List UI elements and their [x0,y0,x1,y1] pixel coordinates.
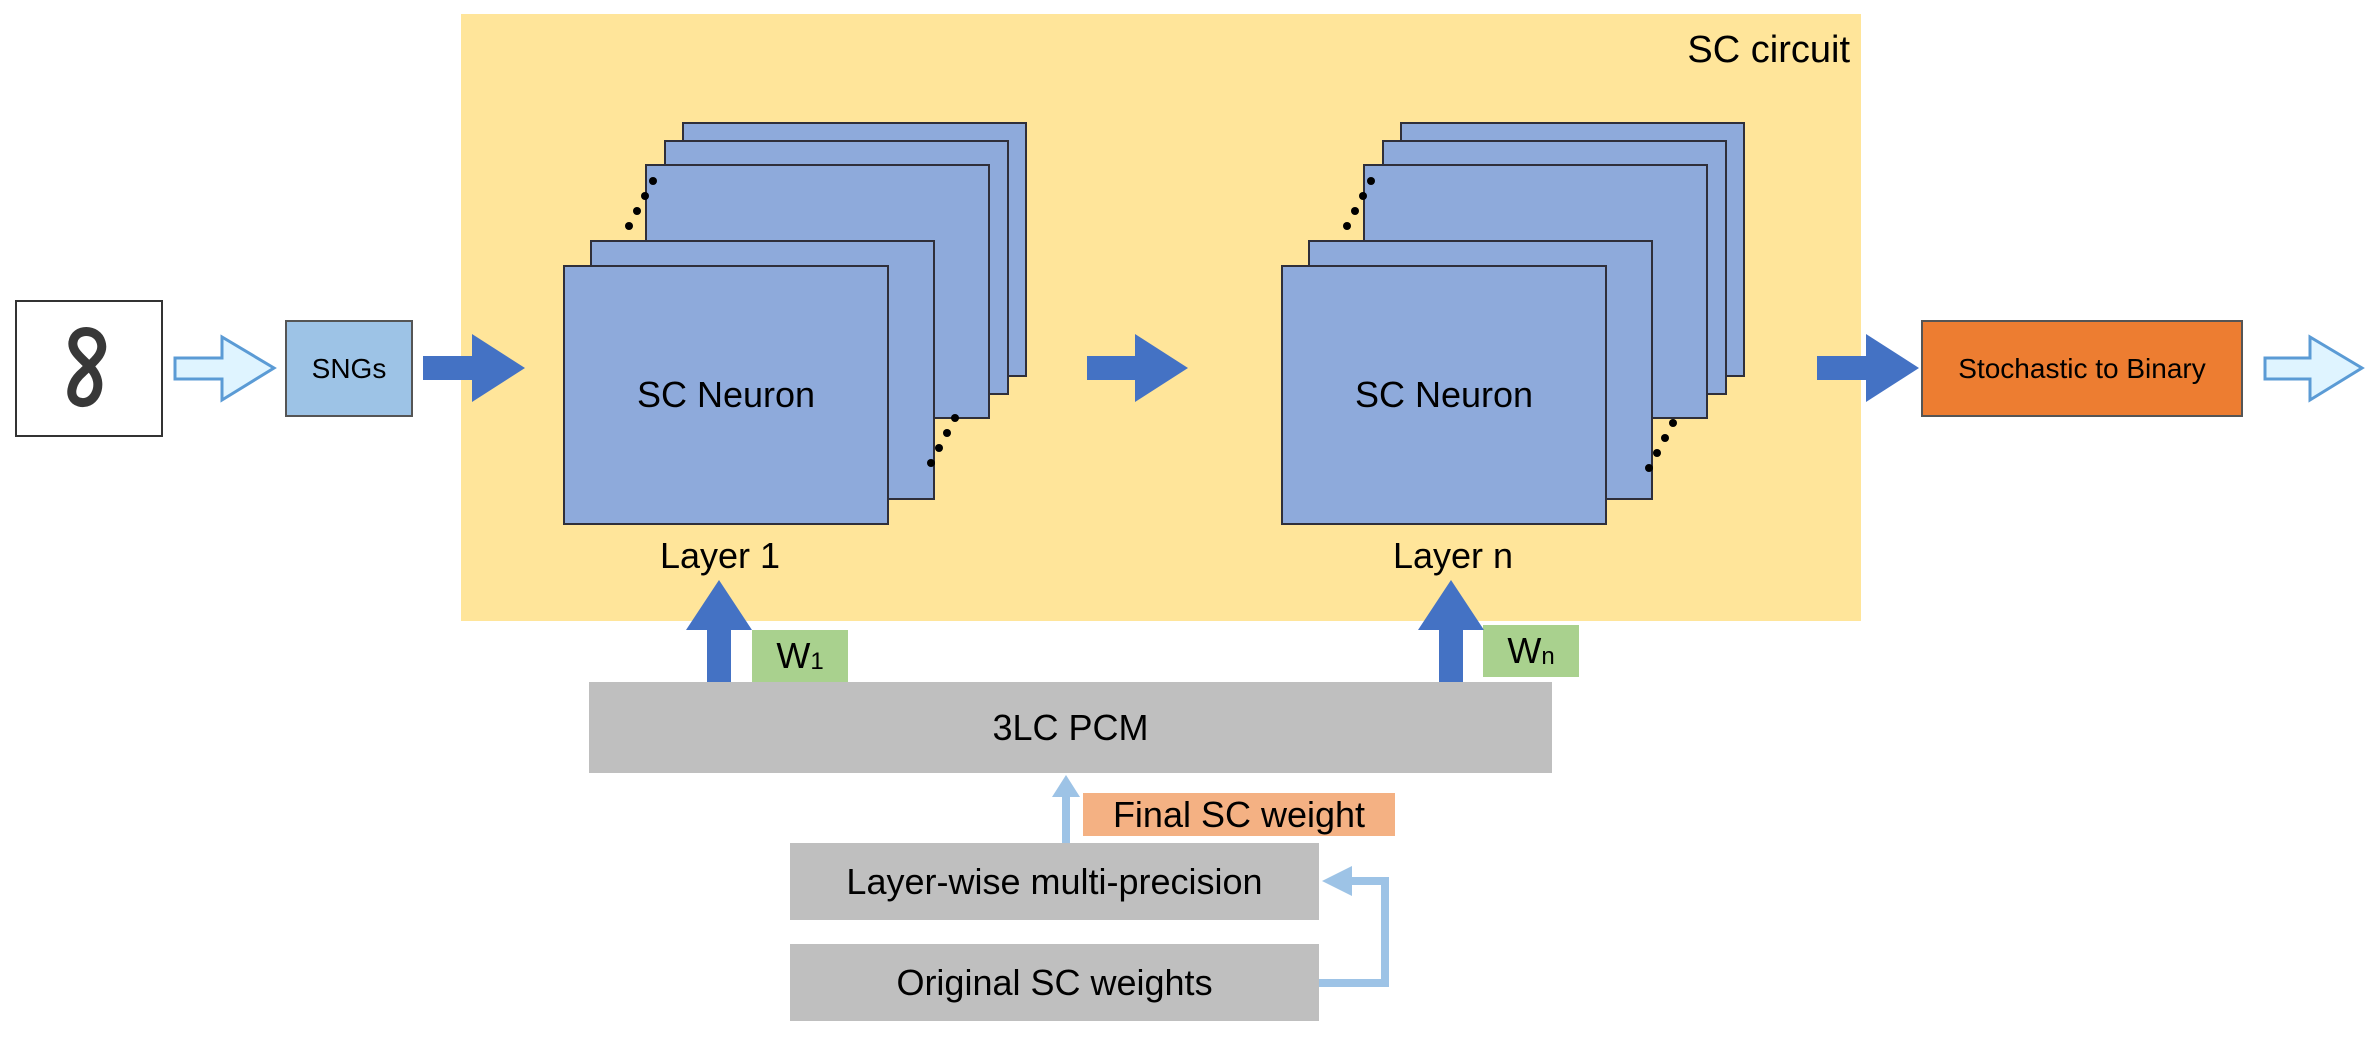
layer-n-bottom-ellipsis [1645,419,1677,472]
layer-n-top-ellipsis [1343,177,1375,230]
original-to-multi-precision-arrow [1319,877,1389,987]
layer-1-neuron-card-front [563,265,889,525]
layer-1-neuron-label: SC Neuron [636,374,816,415]
layer-wise-multi-precision-block: Layer-wise multi-precision [790,843,1319,920]
pcm-block: 3LC PCM [589,682,1552,773]
layer-n-label: Layer n [1392,535,1514,576]
sc-circuit-title: SC circuit [1687,29,1850,71]
stochastic-to-binary-block: Stochastic to Binary [1921,320,2243,417]
feedback-arrowhead [1322,866,1352,896]
layer-1-top-ellipsis [625,177,657,230]
layern-to-s2b-arrow [1817,334,1919,402]
sngs-to-layer1-arrow [423,334,525,402]
pcm-to-layer1-arrow [686,580,752,682]
layer1-to-layern-arrow [1087,334,1188,402]
layer-1-bottom-ellipsis [927,414,959,467]
output-arrow [2263,334,2365,403]
final-sc-weight-label: Final SC weight [1083,793,1395,836]
layer-n-neuron-card-front [1281,265,1607,525]
pcm-to-layern-arrow [1418,580,1484,682]
input-to-sngs-arrow [173,334,277,403]
multi-precision-to-pcm-arrow [1052,775,1080,797]
digit-8-icon [67,327,107,407]
input-digit-image [15,300,163,437]
layer-n-neuron-label: SC Neuron [1354,374,1534,415]
sngs-block: SNGs [285,320,413,417]
layer-1-label: Layer 1 [659,535,781,576]
original-sc-weights-block: Original SC weights [790,944,1319,1021]
